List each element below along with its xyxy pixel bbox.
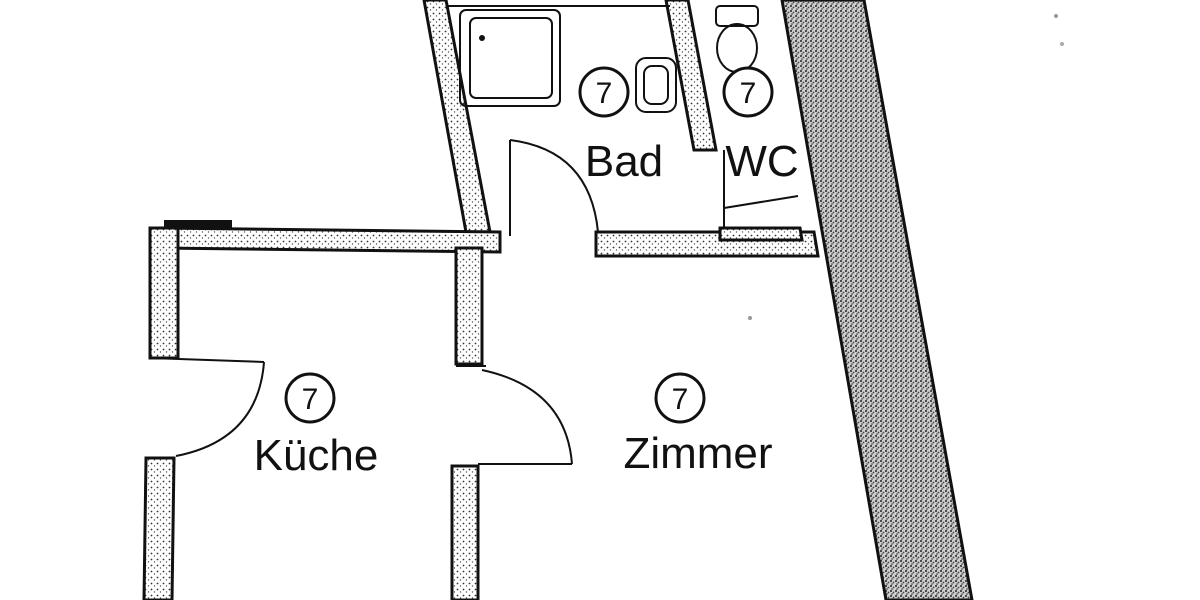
kueche-door-leaf — [149, 357, 265, 363]
room-label-zimmer: Zimmer — [623, 429, 772, 478]
bath-door-swing — [509, 139, 599, 233]
kueche-door-swing — [175, 361, 265, 457]
room-label-wc: WC — [725, 137, 798, 186]
kueche-zimmer-wall-lower — [450, 464, 480, 600]
scan-speck — [748, 316, 752, 320]
wc-door-leaf — [723, 195, 799, 209]
scan-speck — [1060, 42, 1064, 46]
badge-number: 7 — [672, 383, 689, 416]
shower-tray-inner — [469, 17, 553, 99]
room-number-badge-kueche: 7 — [284, 372, 336, 424]
kueche-wall-left-upper — [148, 226, 180, 360]
bath-wc-partition — [664, 0, 718, 152]
exterior-wall-right — [780, 0, 974, 600]
shower-drain-icon — [479, 35, 485, 41]
room-number-badge-wc: 7 — [722, 66, 774, 118]
kueche-zimmer-wall-upper — [454, 246, 484, 366]
zimmer-door-swing — [481, 369, 573, 465]
room-number-badge-zimmer: 7 — [654, 372, 706, 424]
room-label-bad: Bad — [585, 137, 663, 186]
bath-wall-left — [422, 0, 492, 234]
window-kueche — [164, 220, 232, 228]
washbasin-icon — [635, 57, 677, 113]
room-label-kueche: Küche — [254, 431, 379, 480]
wc-wall-bottom — [718, 226, 804, 242]
kueche-wall-left-lower — [142, 456, 176, 600]
wall-kueche-top — [158, 226, 502, 254]
washbasin-bowl — [643, 65, 669, 105]
toilet-tank — [715, 5, 759, 27]
badge-number: 7 — [302, 383, 319, 416]
scan-speck — [1054, 14, 1058, 18]
badge-number: 7 — [740, 77, 757, 110]
toilet-icon — [716, 23, 758, 73]
room-number-badge-bad: 7 — [578, 66, 630, 118]
badge-number: 7 — [596, 77, 613, 110]
shower-tray-outer — [459, 9, 561, 107]
